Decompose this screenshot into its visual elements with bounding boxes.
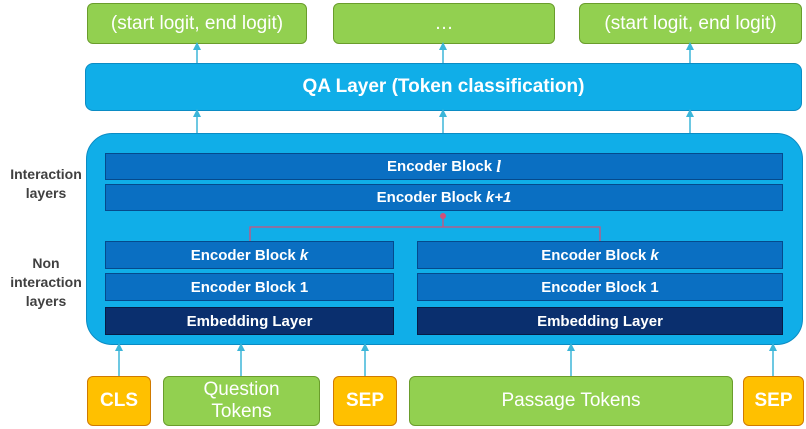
right-encoder-block-k: Encoder Block k [417,241,783,269]
non-interaction-layers-text: Non interaction layers [10,255,82,309]
left-embedding-layer-text: Embedding Layer [186,312,313,330]
question-tokens-line2: Tokens [211,401,272,422]
right-encoder-block-k-text: Encoder Block [541,246,651,264]
right-encoder-block-k-index: k [650,246,659,264]
left-encoder-block-k-index: k [299,246,309,264]
sep-token-box-2: SEP [743,376,804,426]
question-tokens-line1: Question [203,379,280,400]
sep-token-box-1: SEP [333,376,397,426]
encoder-block-l: Encoder Block l [105,153,783,180]
encoder-block-l-index: l [496,156,501,176]
encoder-block-k-plus-1-text: Encoder Block [376,189,486,206]
passage-tokens-label: Passage Tokens [501,390,641,411]
sep-token-label-1: SEP [345,390,385,411]
sep-token-label-2: SEP [754,390,793,411]
right-encoder-block-1-text: Encoder Block 1 [541,278,659,296]
question-tokens-box: Question Tokens [163,376,320,426]
output-box-right: (start logit, end logit) [579,3,802,44]
tower-merge-dot [440,213,446,219]
right-embedding-layer: Embedding Layer [417,307,783,335]
left-encoder-block-k-text: Encoder Block [190,246,300,264]
left-encoder-block-1-text: Encoder Block 1 [190,278,309,296]
interaction-layers-label: Interaction layers [0,165,92,203]
cls-token-label: CLS [100,390,138,411]
qa-layer-label: QA Layer (Token classification) [302,76,585,97]
cls-token-box: CLS [87,376,151,426]
output-box-left: (start logit, end logit) [87,3,307,44]
interaction-layers-text: Interaction layers [10,166,82,201]
non-interaction-layers-label: Non interaction layers [0,254,92,311]
output-label-right: (start logit, end logit) [604,12,777,34]
encoder-block-k-plus-1: Encoder Block k+1 [105,184,783,211]
left-encoder-block-k: Encoder Block k [105,241,394,269]
passage-tokens-box: Passage Tokens [409,376,733,426]
output-label-middle: … [434,12,454,34]
left-encoder-block-1: Encoder Block 1 [105,273,394,301]
tower-merge-connector [249,226,601,241]
right-encoder-block-1: Encoder Block 1 [417,273,783,301]
encoder-block-k-plus-1-index: k+1 [485,189,512,206]
right-embedding-layer-text: Embedding Layer [537,312,663,330]
encoder-block-l-text: Encoder Block [387,158,497,175]
output-label-left: (start logit, end logit) [110,12,284,34]
left-embedding-layer: Embedding Layer [105,307,394,335]
